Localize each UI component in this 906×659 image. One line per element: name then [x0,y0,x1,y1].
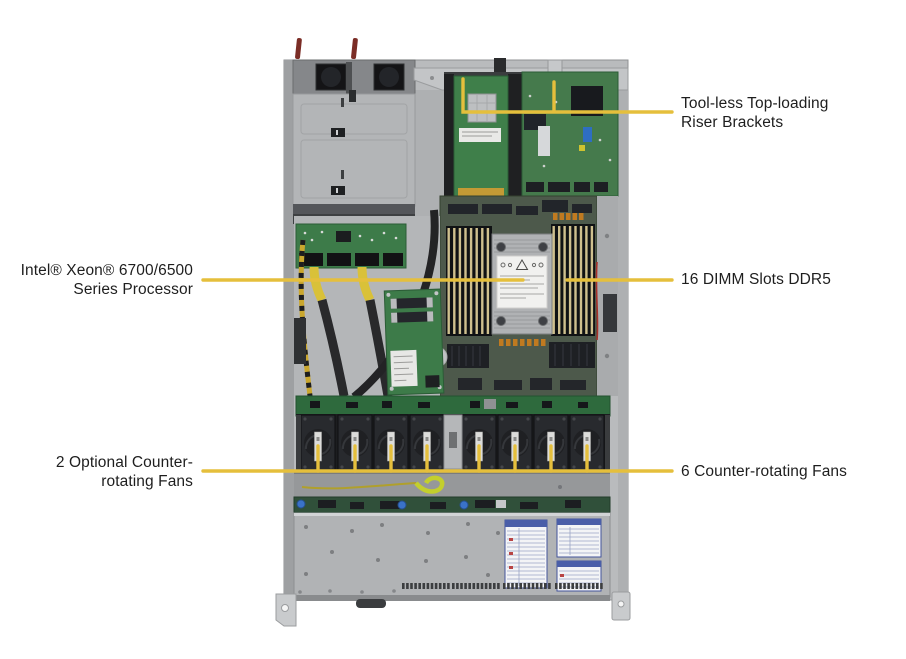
thumbscrew [459,500,469,510]
drive-backplane [293,496,611,514]
fan-assembly [295,395,611,472]
fans-label: 6 Counter-rotating Fans [681,462,847,481]
power-supply-bay [292,38,416,224]
riser-label-line1: Tool-less Top-loading [681,95,829,112]
warning-triangle-icon [515,259,529,270]
rear-motherboard [521,71,619,197]
motherboard [439,195,598,397]
spec-label-b [556,518,602,592]
psu-handle [295,38,302,60]
cpu-heatsink [491,233,553,335]
vrm-row [499,213,584,346]
riser-label: Tool-less Top-loading Riser Brackets [681,94,828,132]
fans-label-line1: 6 Counter-rotating Fans [681,463,847,480]
dimm-label: 16 DIMM Slots DDR5 [681,270,831,289]
riser-edge-connector [458,188,504,196]
red-wire [595,261,599,341]
callout-lines [201,77,674,473]
striped-cable [298,239,313,397]
optional-fans-label: 2 Optional Counter- rotating Fans [56,453,193,491]
mid-chassis-strip [294,472,610,497]
power-cable-yellow [309,266,327,303]
psu-handle [351,38,358,60]
fan-board [295,395,611,417]
optional-fans-label-line1: 2 Optional Counter- [55,454,193,471]
processor-label-line2: Series Processor [73,281,193,298]
right-chassis-channel [595,196,618,396]
chassis-front-edge [275,591,631,627]
callout-line-riser [461,77,674,114]
spec-label-a [504,519,548,589]
processor-label-line1: Intel® Xeon® 6700/6500 [20,262,193,279]
connector [583,127,592,142]
callout-fan-ticks [316,444,589,473]
dimm-label-line1: 16 DIMM Slots DDR5 [681,271,831,288]
processor-label: Intel® Xeon® 6700/6500 Series Processor [21,261,193,299]
m2-board [383,288,445,396]
riser-bracket-area [444,72,524,202]
front-cover [293,512,611,598]
thumbscrew [296,499,306,509]
power-cable-yellow [357,266,375,303]
optional-fans-label-line2: rotating Fans [101,473,193,490]
thumbscrew [397,500,407,510]
cable-loop [414,475,445,494]
riser-label-line2: Riser Brackets [681,114,784,131]
